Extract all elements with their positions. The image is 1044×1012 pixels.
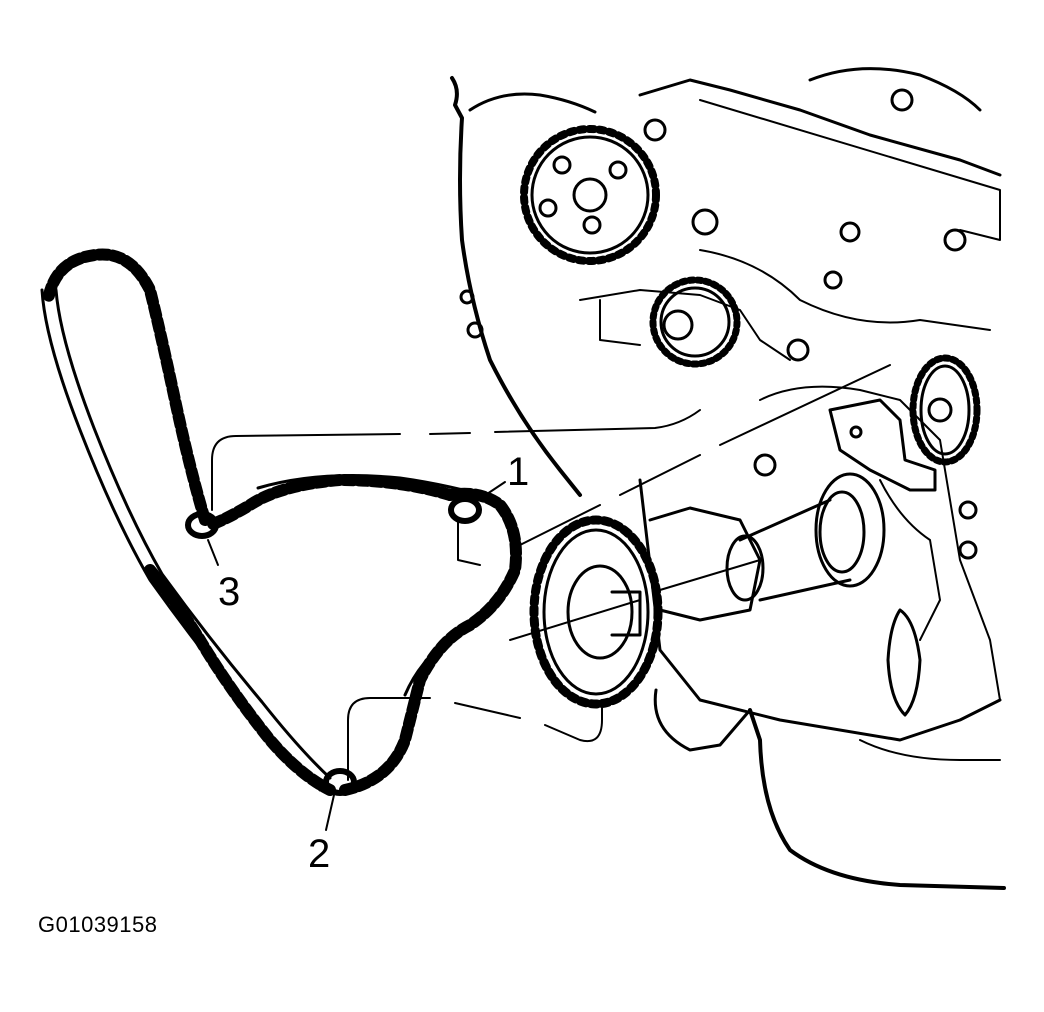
boss-hole [958, 500, 978, 520]
block-left-contour [450, 76, 582, 497]
tensioner-bracket [828, 398, 937, 492]
boss-hole [839, 221, 861, 243]
callout-3: 3 [218, 570, 241, 614]
boss-hole [466, 321, 484, 339]
marked-link-1 [448, 496, 482, 524]
balance-shaft-sprocket [909, 354, 981, 466]
block-rib-top [699, 99, 1001, 241]
boss-hole [786, 338, 810, 362]
crankshaft-keyway [610, 590, 642, 637]
marked-link-2 [323, 768, 357, 796]
crankshaft-flange [814, 472, 886, 588]
chain-right-run [339, 487, 522, 796]
chain-upper-left-run [42, 248, 211, 526]
block-mid-ridge [579, 289, 791, 361]
balance-shaft-sprocket-bolt [927, 397, 953, 423]
crankshaft-snout [648, 472, 886, 622]
boss-hole [643, 118, 667, 142]
idler-sprocket [649, 276, 741, 368]
chain-right-guide [403, 598, 502, 697]
chain-left-run [144, 564, 336, 796]
marked-links [185, 496, 482, 796]
block-lower-contour [638, 478, 1002, 742]
leader-line-1-tab [457, 519, 481, 566]
tensioner-bracket-hole [849, 425, 863, 439]
engine-block [450, 67, 1006, 890]
block-top-edge [638, 78, 1002, 177]
leader-line-crank [509, 559, 761, 641]
chain-inner-guide [54, 288, 332, 780]
boss-hole [691, 208, 719, 236]
boss-hole [459, 289, 475, 305]
idler-sprocket-bolt [662, 309, 694, 341]
block-top-bowl [808, 67, 982, 112]
balance-shaft-sprocket-teeth [909, 354, 981, 466]
leader-line-3 [211, 409, 701, 511]
crankshaft-body [738, 498, 852, 602]
marked-link-3 [185, 511, 219, 539]
camshaft-sprocket-bolt [608, 160, 628, 180]
crankshaft-flange-inner [818, 490, 866, 574]
camshaft-sprocket-bolt [538, 198, 558, 218]
figure-id: G01039158 [38, 912, 158, 937]
timing-chain [40, 248, 522, 796]
camshaft-sprocket-bolt [552, 155, 572, 175]
leader-line-1 [519, 364, 891, 546]
chain-outer-guide [40, 288, 322, 792]
crankshaft-sprocket-rim [542, 528, 650, 696]
boss-hole [958, 540, 978, 560]
idler-sprocket-rim [659, 286, 731, 358]
crankshaft-sprocket-hub [566, 564, 634, 660]
callout-pointer-3 [207, 539, 219, 566]
leader-line-2 [347, 697, 603, 781]
callout-pointer-2 [325, 794, 335, 831]
chain-top-run [204, 474, 456, 531]
idler-sprocket-teeth [649, 276, 741, 368]
block-right-inner [879, 479, 941, 641]
block-oval-slot [886, 608, 922, 717]
callout-1: 1 [507, 450, 530, 494]
oil-pan-edge [748, 708, 1006, 890]
crankshaft-sprocket-teeth [529, 515, 663, 709]
boss-hole [823, 270, 843, 290]
block-right-contour [759, 385, 1001, 701]
callout-pointer-1 [477, 481, 506, 501]
chain-top-guide [256, 474, 502, 502]
crankshaft-sprocket [529, 515, 663, 709]
camshaft-sprocket-rim [530, 135, 650, 255]
leader-lines [211, 364, 891, 781]
boss-hole [753, 453, 777, 477]
callout-2: 2 [308, 832, 331, 876]
camshaft-sprocket [520, 125, 660, 265]
block-top-stud [890, 88, 914, 112]
camshaft-sprocket-hub [572, 177, 608, 213]
camshaft-sprocket-bolt [582, 215, 602, 235]
callout-pointers [207, 481, 506, 831]
balance-shaft-sprocket-rim [919, 364, 971, 456]
boss-hole [943, 228, 967, 252]
block-bottom-rib [859, 739, 1001, 761]
block-top-left-edge [468, 92, 597, 114]
crankshaft-front-face [725, 534, 765, 602]
block-lower-lip [653, 688, 752, 752]
block-mid-contour [699, 249, 991, 331]
block-tab-left [599, 299, 641, 346]
camshaft-sprocket-teeth [520, 125, 660, 265]
